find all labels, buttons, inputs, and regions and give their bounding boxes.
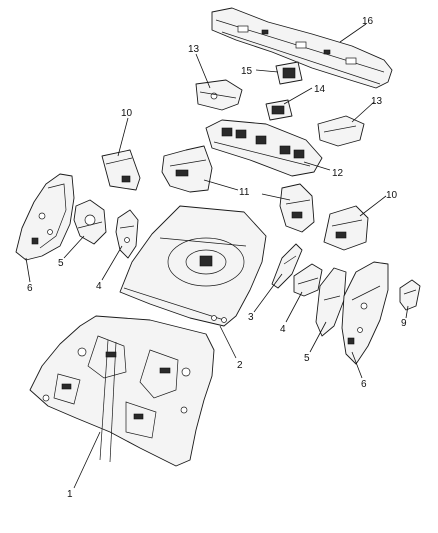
callout-5a: 5: [58, 258, 64, 269]
callout-10a: 10: [121, 108, 133, 119]
callout-4a: 4: [96, 281, 102, 292]
part-10-right-bracket: [323, 205, 369, 251]
callout-6b: 6: [361, 379, 367, 390]
part-9-bracket: [399, 279, 421, 311]
callout-11: 11: [239, 187, 250, 198]
part-13-left-panel: [195, 79, 243, 111]
callout-4b: 4: [280, 324, 286, 335]
callout-labels: 1 2 3 4 4 5 5 6 6 9 10 10 11 12 13 13 14…: [27, 16, 407, 500]
callout-14: 14: [314, 84, 326, 95]
callout-15: 15: [241, 66, 253, 77]
part-2-rear-floor-pan: [119, 205, 267, 327]
part-4-left-bracket: [115, 209, 139, 259]
callout-13a: 13: [188, 44, 200, 55]
callout-16: 16: [362, 16, 374, 27]
callout-3: 3: [248, 312, 254, 323]
callout-1: 1: [67, 489, 73, 500]
callout-12: 12: [332, 168, 344, 179]
part-11-right-extension: [279, 183, 315, 233]
part-5-right-brace: [315, 267, 347, 337]
part-5-left-brace: [73, 199, 107, 245]
part-6-left-quarter-panel: [15, 173, 75, 261]
part-1-front-floor-pan: [29, 315, 215, 467]
part-14-bracket: [265, 99, 293, 121]
callout-6a: 6: [27, 283, 33, 294]
part-12-rear-crossmember: [205, 119, 323, 177]
part-4-right-bracket: [293, 263, 323, 297]
part-6-right-quarter-panel: [341, 261, 389, 365]
leader-lines: [25, 23, 409, 489]
part-13-right-panel: [317, 115, 365, 147]
callout-10b: 10: [386, 190, 398, 201]
part-15-bracket: [275, 61, 303, 85]
callout-13b: 13: [371, 96, 383, 107]
callout-2: 2: [237, 360, 243, 371]
callout-5b: 5: [304, 353, 310, 364]
part-10-left-bracket: [101, 149, 141, 191]
part-11-left-extension: [161, 145, 213, 193]
part-16-upper-crossmember: [211, 7, 393, 89]
callout-9: 9: [401, 318, 407, 329]
